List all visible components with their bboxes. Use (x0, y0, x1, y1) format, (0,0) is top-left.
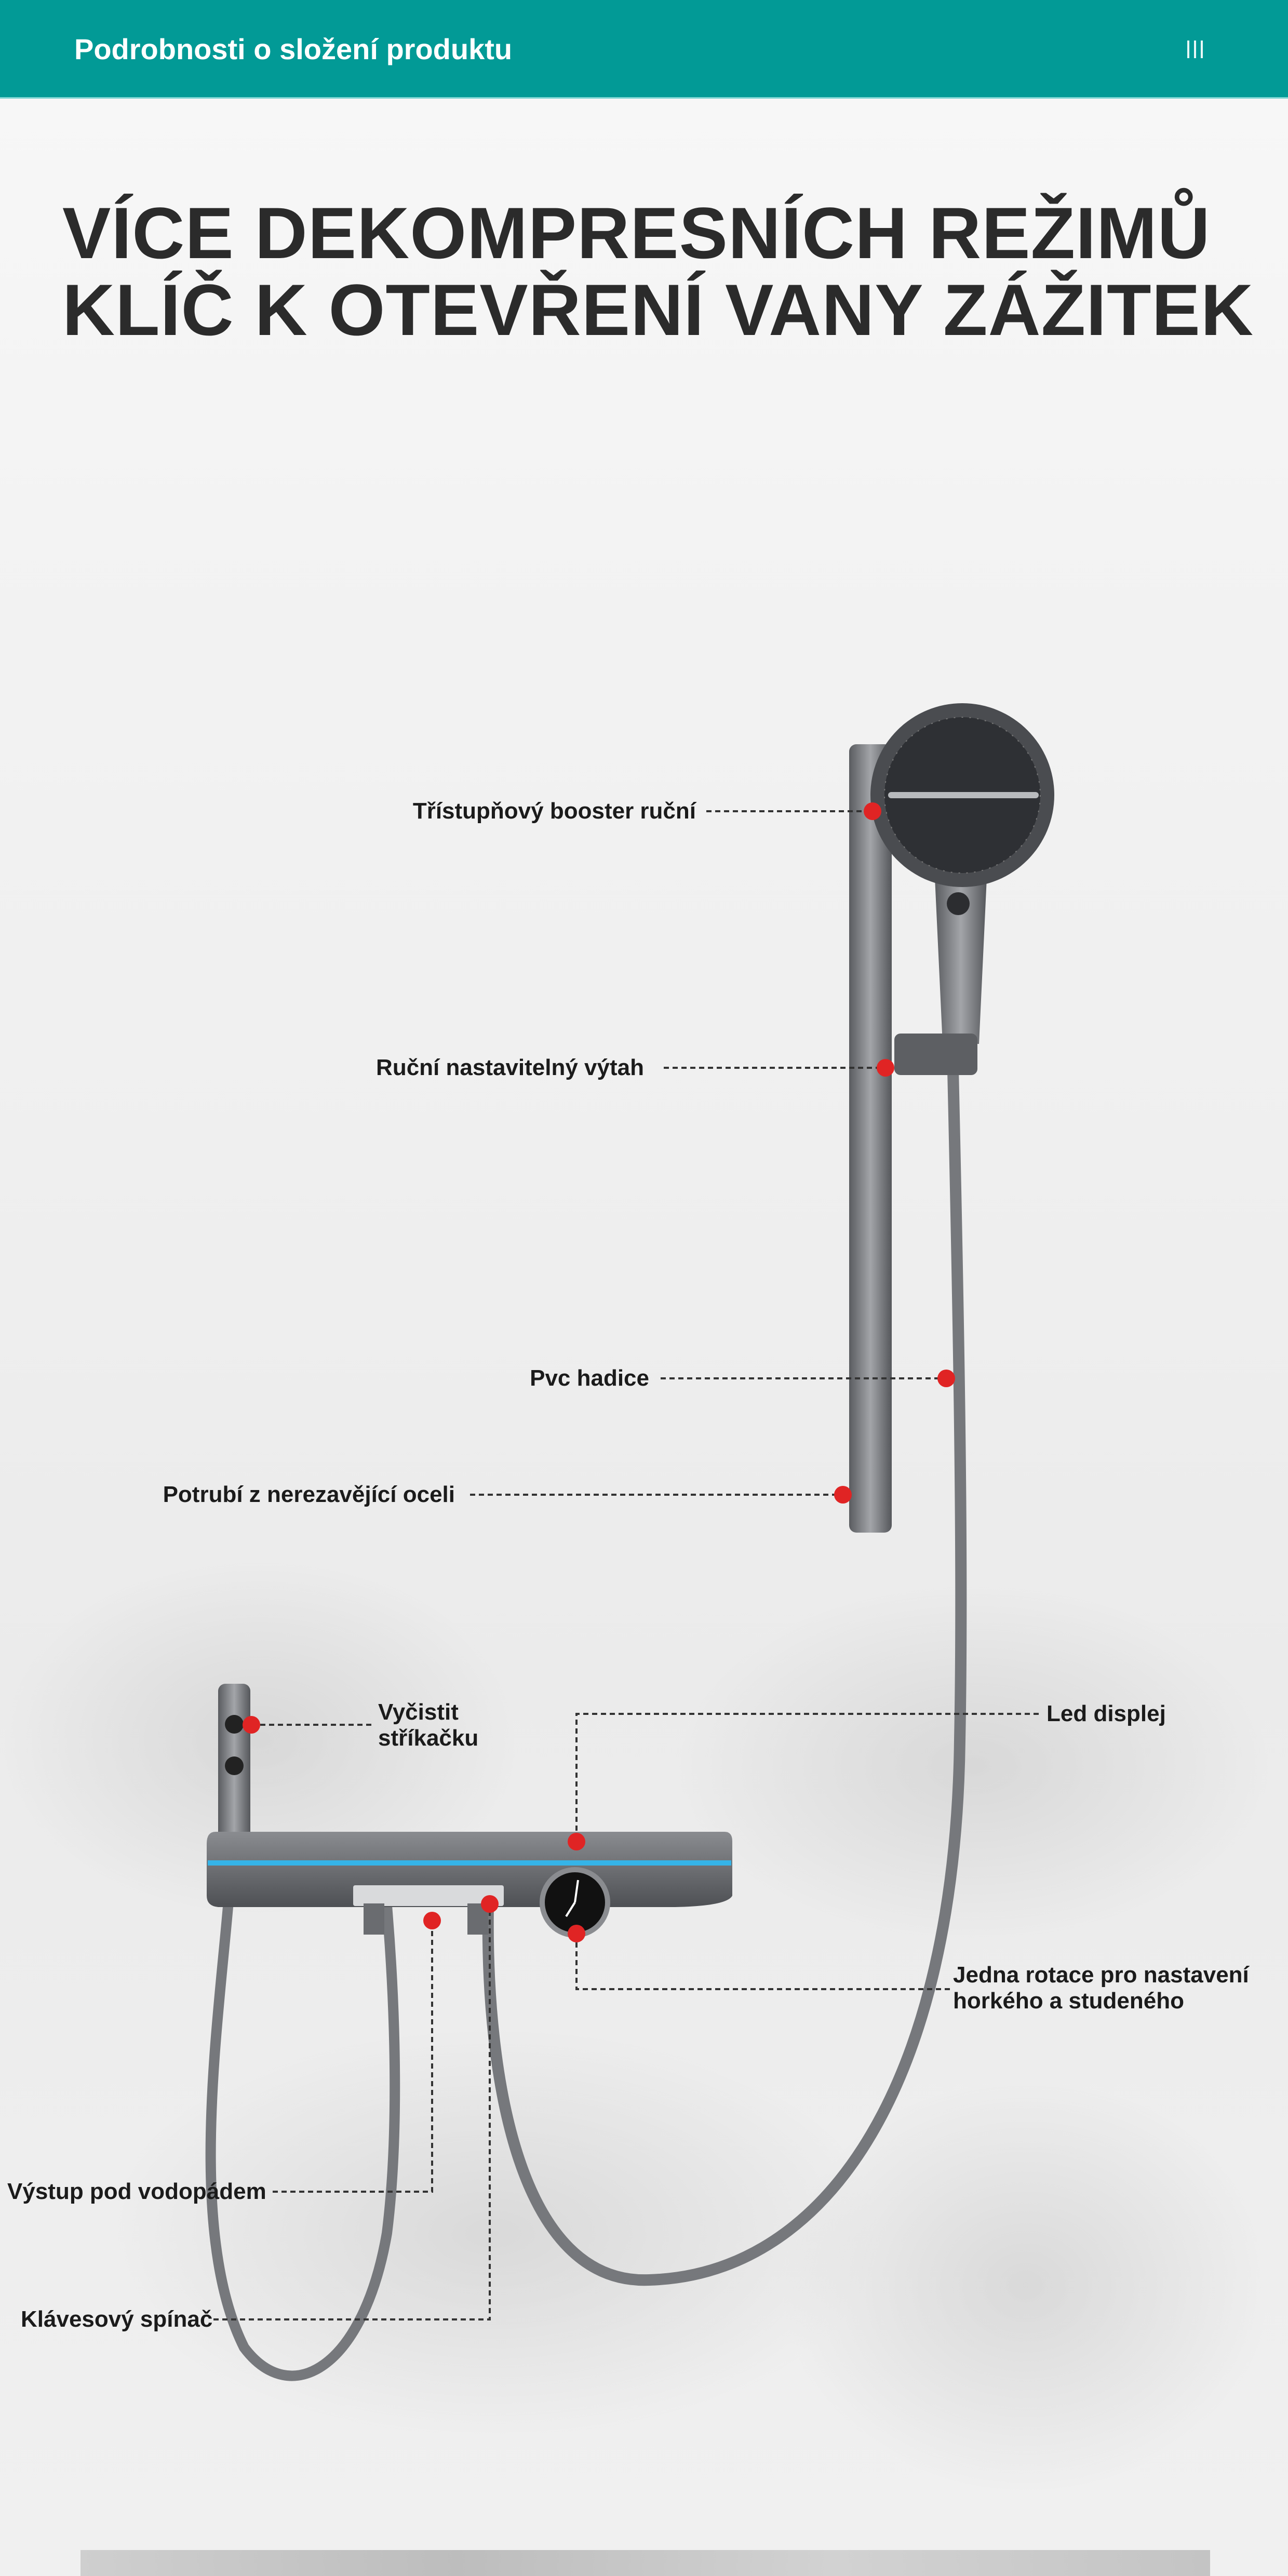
headline-line-1: VÍCE DEKOMPRESNÍCH REŽIMŮ (62, 192, 1211, 274)
marker-dots (243, 802, 955, 1942)
shower-head-nozzles (884, 717, 1041, 874)
spray-button (225, 1715, 244, 1734)
key-switch-panel (353, 1885, 504, 1906)
headline-line-2: KLÍČ K OTEVŘENÍ VANY ZÁŽITEK (62, 269, 1254, 351)
lift-holder (894, 1034, 977, 1075)
spray-gun-hose (205, 1900, 400, 2381)
label-rotation: Jedna rotace pro nastavení horkého a stu… (953, 1962, 1249, 2014)
cloud-decoration (104, 2025, 883, 2441)
label-spray: Vyčistit stříkačku (378, 1699, 478, 1751)
headline: VÍCE DEKOMPRESNÍCH REŽIMŮ KLÍČ K OTEVŘEN… (62, 195, 1254, 348)
menu-bars-icon[interactable] (1187, 41, 1203, 58)
label-led: Led displej (1046, 1701, 1166, 1726)
header-bar: Podrobnosti o složení produktu (0, 0, 1288, 99)
label-rotation-line-1: Jedna rotace pro nastavení (953, 1962, 1249, 1988)
label-lift: Ruční nastavitelný výtah (376, 1055, 644, 1080)
shower-head-bar (888, 792, 1039, 798)
header-title: Podrobnosti o složení produktu (74, 33, 513, 65)
label-rotation-line-2: horkého a studeného (953, 1988, 1184, 2014)
label-key-switch: Klávesový spínač (21, 2306, 213, 2332)
shower-rail (849, 744, 892, 1533)
cloud-decoration (675, 1584, 1272, 1948)
shower-handle (935, 878, 987, 1044)
label-booster: Třístupňový booster ruční (412, 798, 696, 824)
leader-lines (213, 810, 1039, 2320)
booster-button (947, 892, 970, 915)
led-strip (208, 1860, 731, 1866)
label-spray-line-1: Vyčistit (378, 1699, 459, 1725)
hand-shower-hose (482, 1069, 967, 2286)
next-section-preview (81, 2550, 1210, 2576)
label-spray-line-2: stříkačku (378, 1725, 479, 1751)
label-waterfall: Výstup pod vodopádem (7, 2179, 266, 2204)
spray-button (225, 1756, 244, 1775)
hose-connector (364, 1903, 384, 1935)
label-hose: Pvc hadice (530, 1365, 649, 1391)
label-pipe: Potrubí z nerezavějící oceli (163, 1482, 455, 1507)
